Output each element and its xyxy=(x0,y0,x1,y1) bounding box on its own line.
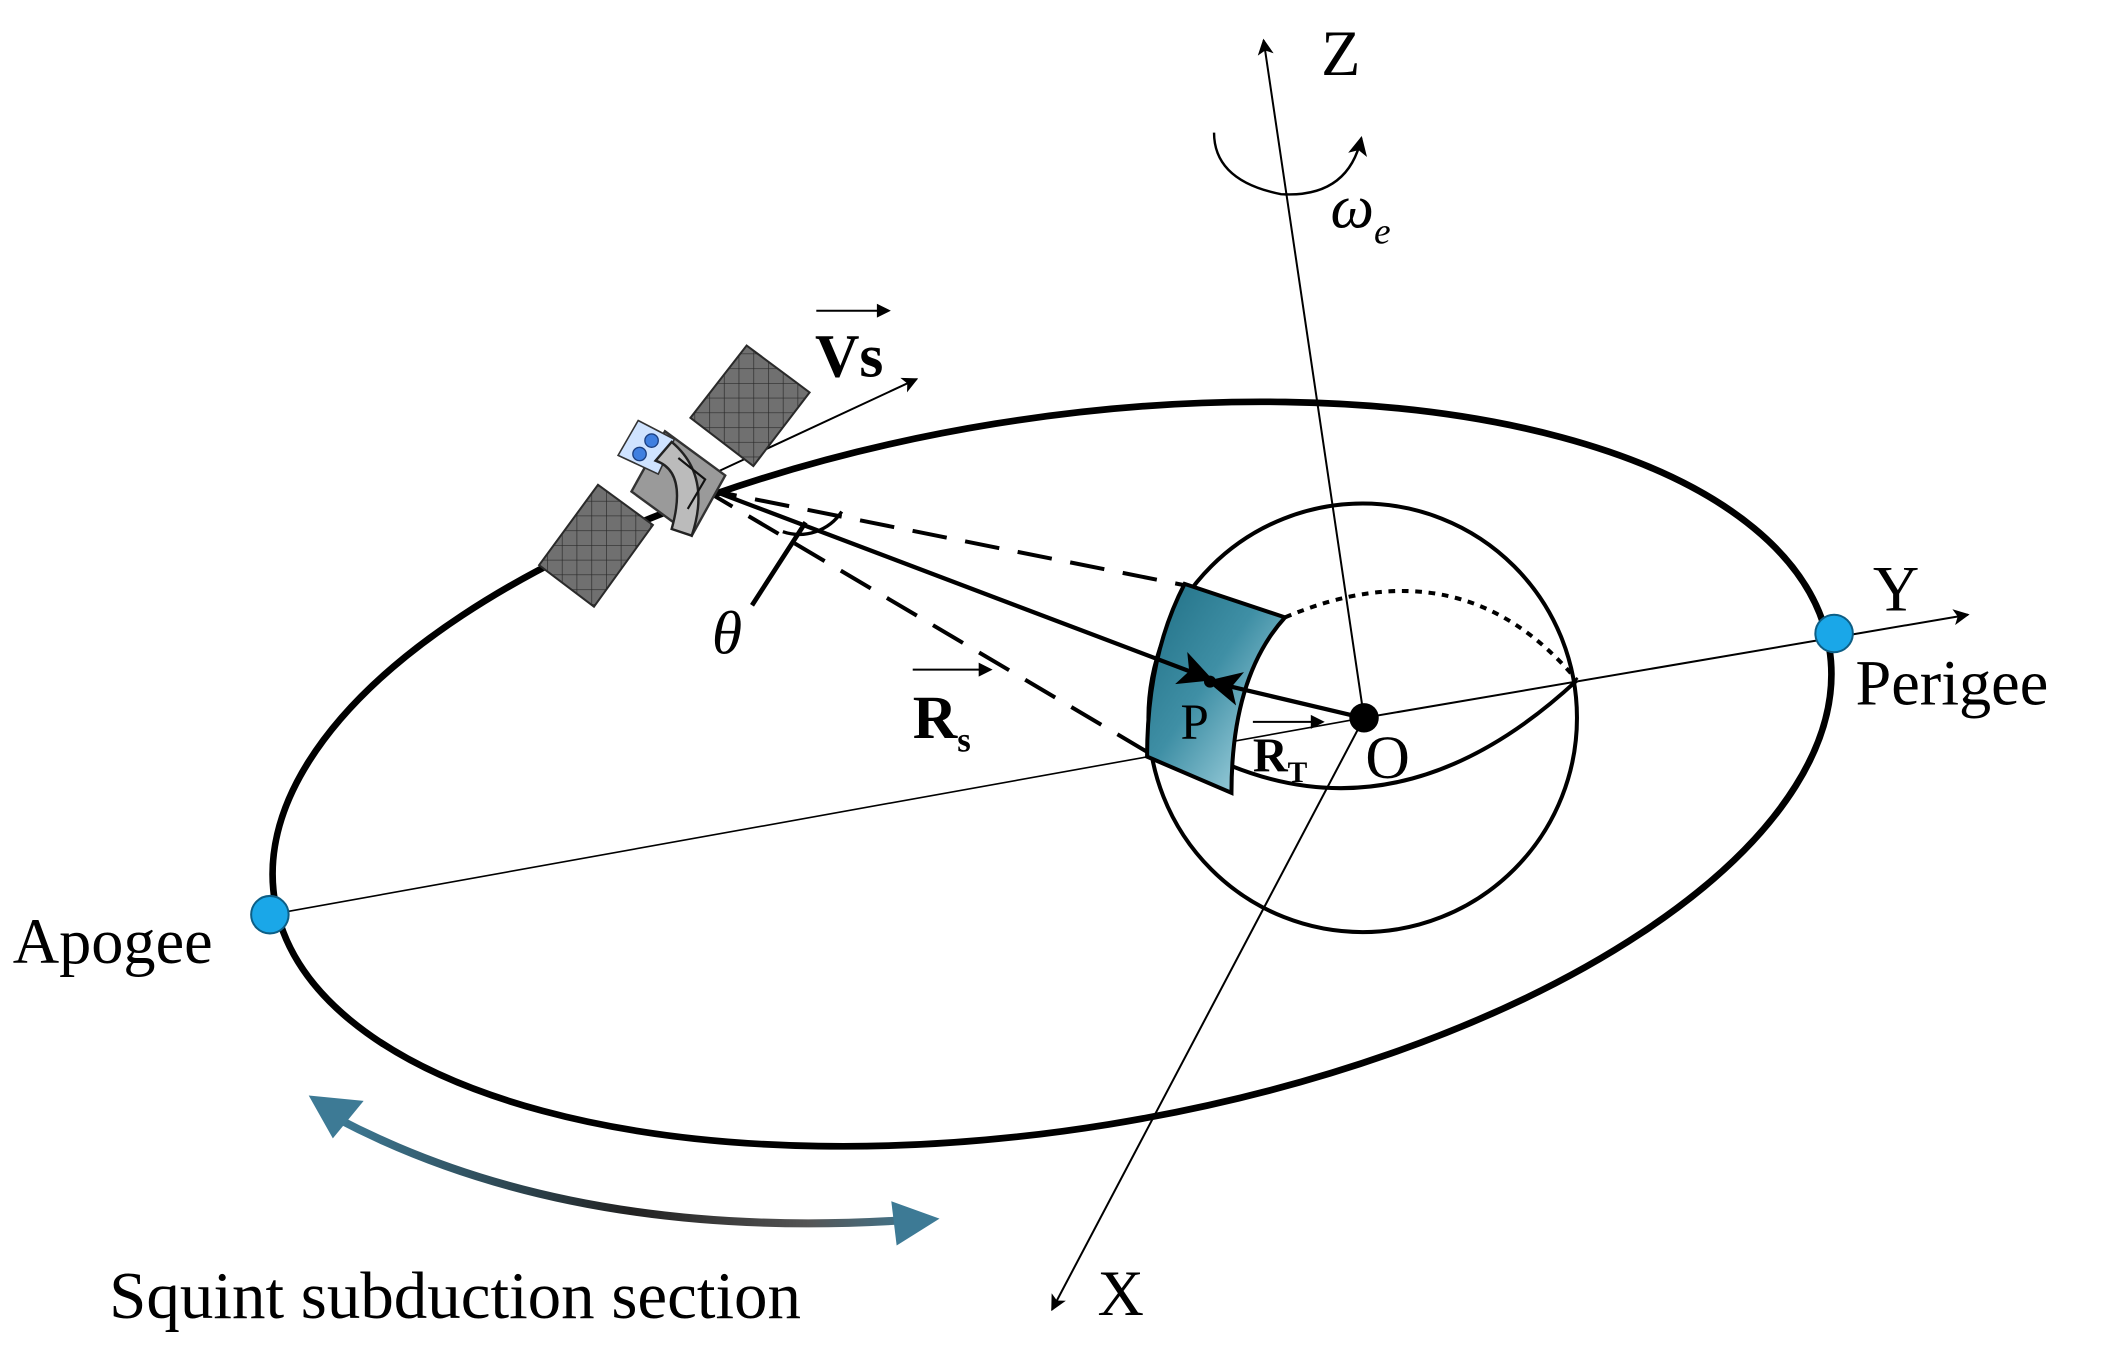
vs-vector xyxy=(703,377,919,480)
solar-panel-lower xyxy=(537,483,655,609)
omega-symbol: ω xyxy=(1331,174,1375,242)
solar-panel-upper xyxy=(688,344,812,468)
rs-label: Rs xyxy=(913,684,971,759)
point-p-label: P xyxy=(1181,695,1209,751)
antenna-dish-1 xyxy=(632,446,647,462)
beam-edges xyxy=(701,486,1185,755)
rt-subscript: T xyxy=(1288,757,1308,789)
rs-symbol: R xyxy=(913,684,959,752)
z-axis xyxy=(1257,38,1366,718)
z-axis-label: Z xyxy=(1321,18,1360,89)
earth-hidden-arc xyxy=(1284,589,1579,682)
squint-arrow-left xyxy=(308,1095,364,1139)
vs-label: Vs xyxy=(815,322,883,390)
rt-label: RT xyxy=(1253,729,1308,789)
point-p-dot xyxy=(1204,675,1217,688)
origin-dot xyxy=(1349,703,1379,733)
satellite-icon xyxy=(537,344,812,609)
vector-overarrows xyxy=(816,303,1325,729)
y-axis-label: Y xyxy=(1873,554,1919,625)
origin-label: O xyxy=(1365,724,1409,792)
rt-symbol: R xyxy=(1253,729,1289,782)
perigee-label: Perigee xyxy=(1856,647,2049,718)
theta-label: θ xyxy=(712,600,742,668)
perigee-node xyxy=(1814,613,1854,654)
squint-section-arc xyxy=(334,1114,927,1228)
theta-angle-marker xyxy=(750,510,844,607)
squint-section-label: Squint subduction section xyxy=(109,1259,801,1333)
rs-subscript: s xyxy=(957,720,971,759)
rt-vector xyxy=(1206,672,1364,720)
apogee-label: Apogee xyxy=(13,906,213,977)
x-axis xyxy=(1051,717,1365,1312)
rs-vector xyxy=(696,482,1214,685)
x-axis-label: X xyxy=(1098,1258,1144,1329)
omega-label: ωe xyxy=(1331,174,1391,253)
rotation-arrow-icon xyxy=(1212,132,1367,196)
apogee-node xyxy=(250,894,290,935)
y-axis xyxy=(1363,609,1970,719)
omega-subscript: e xyxy=(1374,212,1391,253)
antenna-dish-2 xyxy=(644,433,659,448)
squint-arrow-right xyxy=(891,1201,940,1246)
